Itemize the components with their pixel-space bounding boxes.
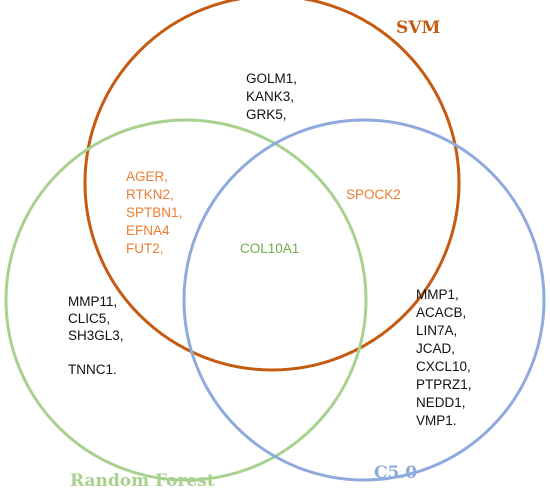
gene-label: JCAD, bbox=[416, 341, 455, 356]
random-forest-label: Random Forest bbox=[70, 471, 215, 491]
c50-circle bbox=[182, 118, 546, 482]
svm-only-genes: GOLM1, KANK3, GRK5, bbox=[246, 71, 297, 122]
gene-label: SPTBN1, bbox=[126, 205, 182, 220]
gene-label: CLIC5, bbox=[68, 311, 110, 326]
svm-circle bbox=[83, 0, 461, 372]
gene-label: NEDD1, bbox=[416, 395, 466, 410]
gene-label: SPOCK2 bbox=[346, 187, 401, 202]
gene-label: VMP1. bbox=[416, 413, 457, 428]
random-forest-circle bbox=[4, 118, 368, 482]
gene-label: MMP11, bbox=[68, 294, 117, 309]
gene-label: COL10A1 bbox=[240, 241, 299, 256]
c50-only-genes: MMP1, ACACB, LIN7A, JCAD, CXCL10, PTPRZ1, NEDD… bbox=[416, 287, 472, 428]
svm-label: SVM bbox=[396, 18, 440, 38]
all-three-genes: COL10A1 bbox=[240, 241, 299, 256]
gene-label: MMP1, bbox=[416, 287, 459, 302]
gene-label: RTKN2, bbox=[126, 187, 174, 202]
gene-label: SH3GL3, bbox=[68, 328, 124, 343]
gene-label: CXCL10, bbox=[416, 359, 471, 374]
gene-label: GRK5, bbox=[246, 107, 287, 122]
gene-label: AGER, bbox=[126, 169, 168, 184]
gene-label: ACACB, bbox=[416, 305, 466, 320]
svm-c50-genes: SPOCK2 bbox=[346, 187, 401, 202]
gene-label: TNNC1. bbox=[68, 362, 117, 377]
gene-label: FUT2, bbox=[126, 241, 164, 256]
gene-label: GOLM1, bbox=[246, 71, 297, 86]
gene-label: EFNA4 bbox=[126, 223, 170, 238]
gene-label: LIN7A, bbox=[416, 323, 457, 338]
c50-label: C5.0 bbox=[374, 463, 417, 483]
gene-label: KANK3, bbox=[246, 89, 294, 104]
gene-label: PTPRZ1, bbox=[416, 377, 472, 392]
rf-only-genes: MMP11, CLIC5, SH3GL3, TNNC1. bbox=[68, 294, 124, 377]
